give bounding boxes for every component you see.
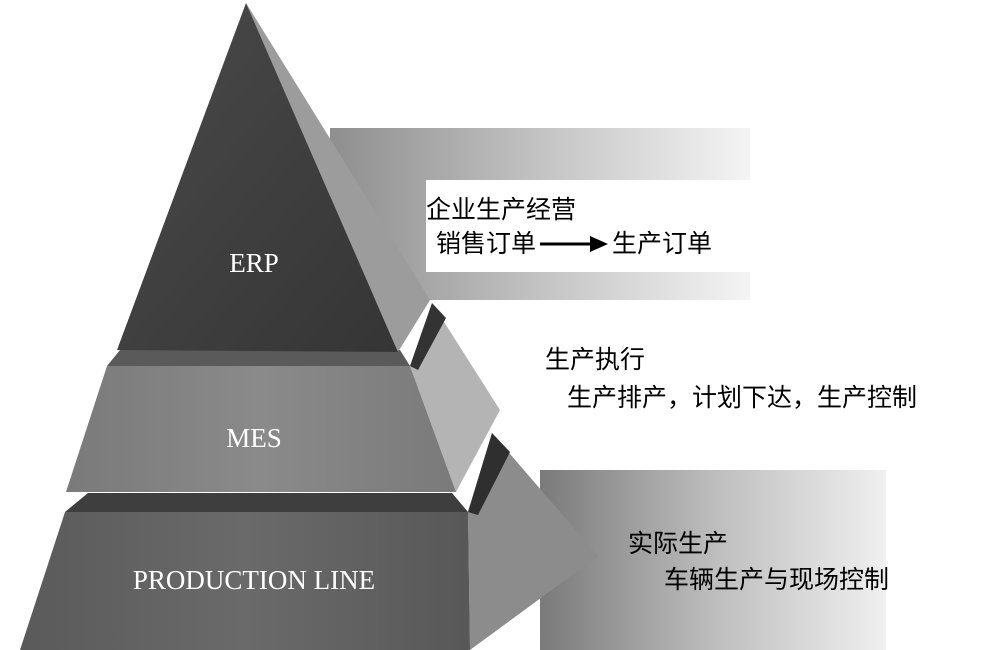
mes-label: MES <box>226 423 282 453</box>
mes-front-face <box>66 366 456 492</box>
production-line-front-face <box>20 512 470 650</box>
line-note-band <box>540 470 886 650</box>
tier-production-line <box>20 433 598 650</box>
tier-erp <box>117 3 430 352</box>
mes-note-detail: 生产排产，计划下达，生产控制 <box>567 383 917 412</box>
erp-note-detail: 销售订单 <box>436 229 536 258</box>
erp-note: 企业生产经营 销售订单 → 生产订单 <box>426 195 712 258</box>
erp-side-face <box>246 3 430 352</box>
tier-mes <box>66 303 500 492</box>
erp-note-panel <box>426 180 750 272</box>
production-line-note: 实际生产 车辆生产与现场控制 <box>628 529 889 594</box>
mes-top-face <box>107 350 410 366</box>
erp-note-title: 企业生产经营 <box>426 195 576 224</box>
erp-front-face <box>117 3 398 352</box>
erp-note-detail-after: 生产订单 <box>612 229 712 258</box>
mes-note-title: 生产执行 <box>545 345 645 374</box>
production-line-top-face <box>65 493 468 512</box>
production-line-side-shadow <box>468 433 510 515</box>
production-line-note-detail: 车辆生产与现场控制 <box>664 565 889 594</box>
production-line-side-face <box>468 433 598 650</box>
production-line-label: PRODUCTION LINE <box>133 565 375 595</box>
mes-side-shadow <box>410 303 446 370</box>
erp-note-arrow: → <box>540 236 608 252</box>
mes-note: 生产执行 生产排产，计划下达，生产控制 <box>545 345 917 412</box>
erp-label: ERP <box>229 248 279 278</box>
mes-side-face <box>410 303 500 492</box>
production-line-note-title: 实际生产 <box>628 529 728 558</box>
note-backdrops <box>330 128 886 650</box>
